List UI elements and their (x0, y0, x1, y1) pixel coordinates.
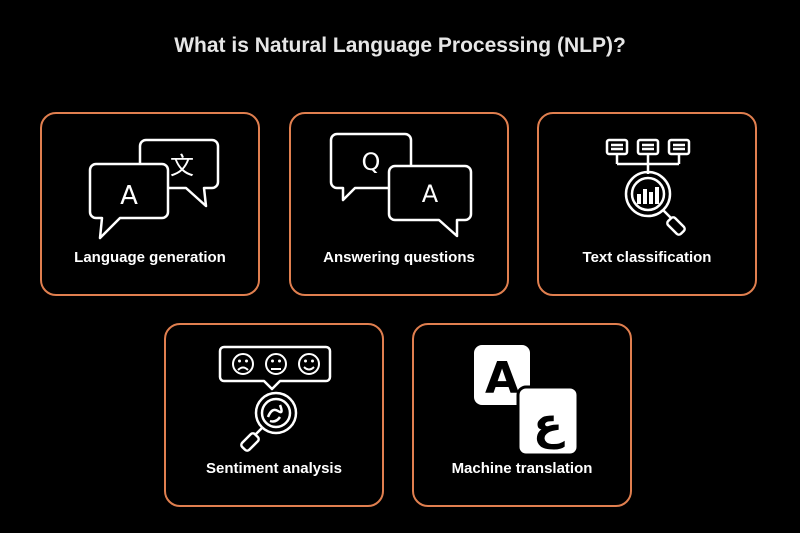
card-answering-questions: Q A Answering questions (289, 112, 509, 296)
glyph-wen: 文 (170, 152, 194, 180)
card-label: Machine translation (451, 460, 593, 477)
card-sentiment-analysis: Sentiment analysis (164, 323, 384, 507)
card-label: Answering questions (323, 249, 475, 266)
card-label: Language generation (74, 249, 226, 266)
alphabet-translation-icon: A ع (474, 345, 580, 457)
question-answer-bubbles-icon: Q A (329, 132, 473, 238)
card-language-generation: A 文 Language generation (40, 112, 260, 296)
card-label: Text classification (582, 249, 712, 266)
translate-speech-bubbles-icon: A 文 (88, 138, 220, 240)
classification-magnifier-icon (605, 138, 691, 236)
page-title: What is Natural Language Processing (NLP… (174, 34, 626, 57)
card-label: Sentiment analysis (206, 460, 342, 477)
glyph-arabic-ain: ع (533, 399, 565, 450)
sentiment-faces-magnifier-icon (218, 345, 332, 452)
card-text-classification: Text classification (537, 112, 757, 296)
card-machine-translation: A ع Machine translation (412, 323, 632, 507)
glyph-latin-a: A (485, 353, 519, 404)
glyph-q: Q (362, 148, 381, 176)
glyph-a: A (422, 180, 439, 208)
glyph-a: A (120, 181, 138, 211)
